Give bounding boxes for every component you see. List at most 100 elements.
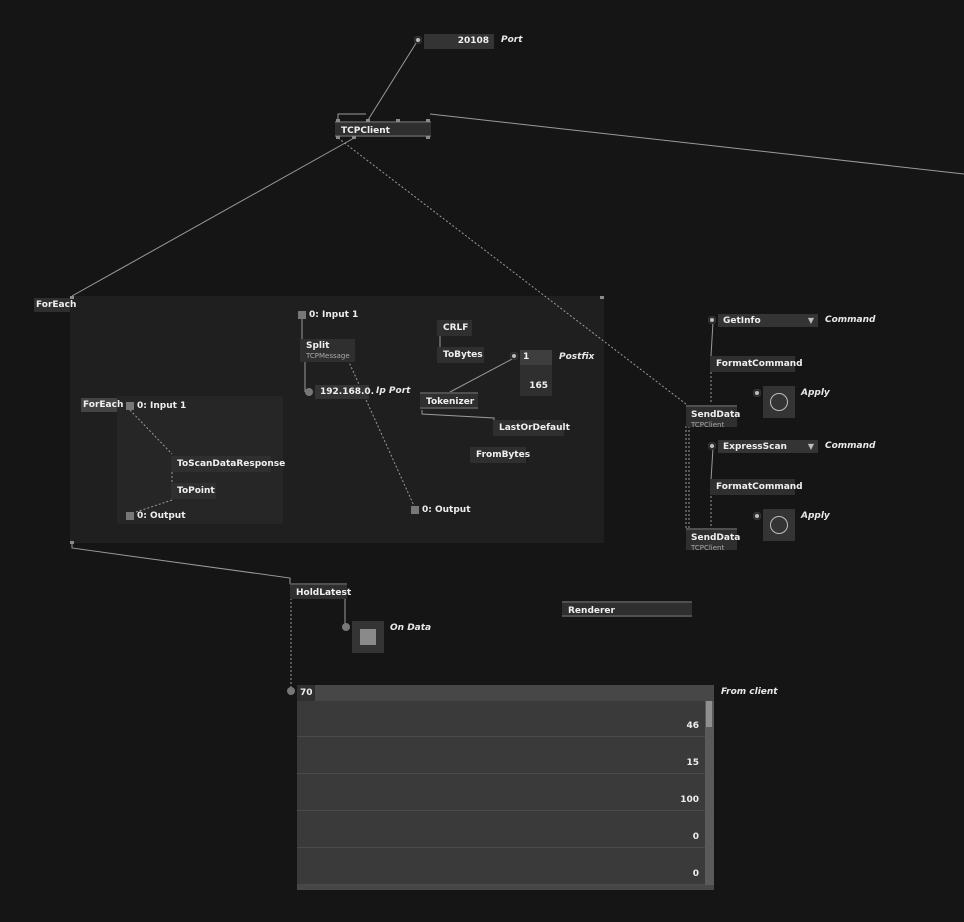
apply-bang-2[interactable] — [763, 509, 795, 541]
spread-row-3[interactable]: 0 — [297, 812, 705, 848]
input1-inner-pin[interactable] — [126, 402, 134, 410]
topoint-title: ToPoint — [177, 486, 215, 496]
tobytes-node[interactable]: ToBytes — [437, 347, 484, 363]
formatcommand-title-2: FormatCommand — [716, 482, 803, 492]
expressscan-value: ExpressScan — [723, 442, 787, 452]
postfix-top-value: 1 — [523, 352, 530, 362]
spread-header-value: 70 — [300, 688, 313, 698]
tcpclient-node[interactable]: TCPClient — [335, 121, 431, 137]
from-client-spread[interactable]: 70 46 15 100 0 0 — [297, 685, 714, 890]
spread-row-2[interactable]: 100 — [297, 775, 705, 811]
postfix-pin[interactable] — [510, 352, 518, 360]
dropdown-arrow-icon: ▼ — [807, 316, 814, 325]
foreach-inner-node[interactable]: ForEach — [81, 398, 123, 412]
port-label: Port — [501, 35, 523, 45]
ip-iobox[interactable]: 192.168.0. — [315, 385, 374, 399]
pin — [70, 296, 74, 299]
formatcommand-node-1[interactable]: FormatCommand — [710, 356, 803, 372]
formatcommand-title-1: FormatCommand — [716, 359, 803, 369]
lastordefault-node[interactable]: LastOrDefault — [493, 420, 570, 436]
command-label-1: Command — [825, 315, 876, 325]
getinfo-pin[interactable] — [708, 316, 716, 324]
from-client-label: From client — [721, 687, 778, 697]
input1-inner-label: 0: Input 1 — [137, 401, 187, 411]
spread-header-cell — [297, 685, 315, 701]
senddata-title-2: SendData — [691, 533, 741, 543]
output-inner-pin[interactable] — [126, 512, 134, 520]
ip-label: Ip Port — [376, 386, 411, 396]
spread-row-0[interactable]: 46 — [297, 701, 705, 737]
spread-pin[interactable] — [287, 687, 295, 695]
frombytes-node[interactable]: FromBytes — [470, 447, 530, 463]
foreach-inner-title: ForEach — [83, 400, 124, 410]
senddata-node-1[interactable]: SendData TCPClient — [686, 405, 741, 429]
output-outer-pin[interactable] — [411, 506, 419, 514]
holdlatest-title: HoldLatest — [296, 588, 352, 598]
pin — [600, 296, 604, 299]
tobytes-title: ToBytes — [443, 350, 483, 360]
wire-foreach-holdlatest — [71, 543, 291, 584]
spread-value: 0 — [692, 869, 699, 879]
pin — [70, 541, 74, 544]
pin — [396, 119, 400, 122]
expressscan-pin[interactable] — [708, 442, 716, 450]
port-value: 20108 — [457, 36, 489, 46]
renderer-node[interactable]: Renderer — [562, 601, 692, 617]
apply-pin-1[interactable] — [753, 389, 761, 397]
crlf-title: CRLF — [443, 323, 469, 333]
frombytes-title: FromBytes — [476, 450, 531, 460]
foreach-outer-node[interactable]: ForEach — [34, 298, 76, 312]
ondata-toggle[interactable] — [352, 621, 384, 653]
topoint-node[interactable]: ToPoint — [171, 483, 216, 499]
formatcommand-node-2[interactable]: FormatCommand — [710, 479, 803, 495]
postfix-iobox[interactable]: 1 165 — [520, 350, 552, 396]
pin — [352, 136, 356, 139]
input1-outer-label: 0: Input 1 — [309, 310, 359, 320]
port-pin[interactable] — [414, 36, 422, 44]
bang-circle-icon — [770, 393, 788, 411]
apply-pin-2[interactable] — [753, 512, 761, 520]
split-subtitle: TCPMessage — [306, 352, 350, 360]
lastordefault-title: LastOrDefault — [499, 423, 570, 433]
crlf-node[interactable]: CRLF — [437, 320, 472, 336]
foreach-outer-title: ForEach — [36, 300, 77, 310]
spread-row-1[interactable]: 15 — [297, 738, 705, 774]
port-iobox[interactable]: 20108 — [424, 34, 494, 49]
spread-value: 15 — [686, 758, 699, 768]
toscandataresponse-node[interactable]: ToScanDataResponse — [171, 456, 285, 472]
command-label-2: Command — [825, 441, 876, 451]
tcpclient-title: TCPClient — [341, 126, 390, 136]
getinfo-value: GetInfo — [723, 316, 761, 326]
ip-pin[interactable] — [305, 388, 313, 396]
spread-scrollbar[interactable] — [705, 701, 714, 885]
dropdown-arrow-icon: ▼ — [807, 442, 814, 451]
getinfo-enum[interactable]: GetInfo ▼ — [718, 314, 818, 327]
split-title: Split — [306, 341, 330, 351]
pin — [366, 119, 370, 122]
holdlatest-node[interactable]: HoldLatest — [290, 583, 351, 599]
senddata-title-1: SendData — [691, 410, 741, 420]
tokenizer-node[interactable]: Tokenizer — [420, 392, 478, 409]
split-node[interactable]: Split TCPMessage — [300, 339, 355, 362]
apply-label-2: Apply — [801, 511, 830, 521]
renderer-title: Renderer — [568, 606, 615, 616]
apply-bang-1[interactable] — [763, 386, 795, 418]
wire-tcp-offscreen — [429, 113, 964, 175]
wire-getinfo-format — [710, 321, 714, 357]
pin — [336, 136, 340, 139]
spread-value: 46 — [686, 721, 699, 731]
pin — [426, 119, 430, 122]
spread-scroll-thumb[interactable] — [706, 701, 712, 727]
spread-value: 0 — [692, 832, 699, 842]
ondata-pin[interactable] — [342, 623, 350, 631]
ondata-label: On Data — [390, 623, 432, 633]
postfix-label: Postfix — [559, 352, 595, 362]
expressscan-enum[interactable]: ExpressScan ▼ — [718, 440, 818, 453]
senddata-node-2[interactable]: SendData TCPClient — [686, 528, 741, 552]
senddata-subtitle-2: TCPClient — [691, 544, 725, 552]
postfix-bottom-value: 165 — [529, 381, 548, 391]
spread-row-4[interactable]: 0 — [297, 849, 705, 885]
pin — [426, 136, 430, 139]
input1-outer-pin[interactable] — [298, 311, 306, 319]
ip-value: 192.168.0. — [320, 387, 375, 397]
